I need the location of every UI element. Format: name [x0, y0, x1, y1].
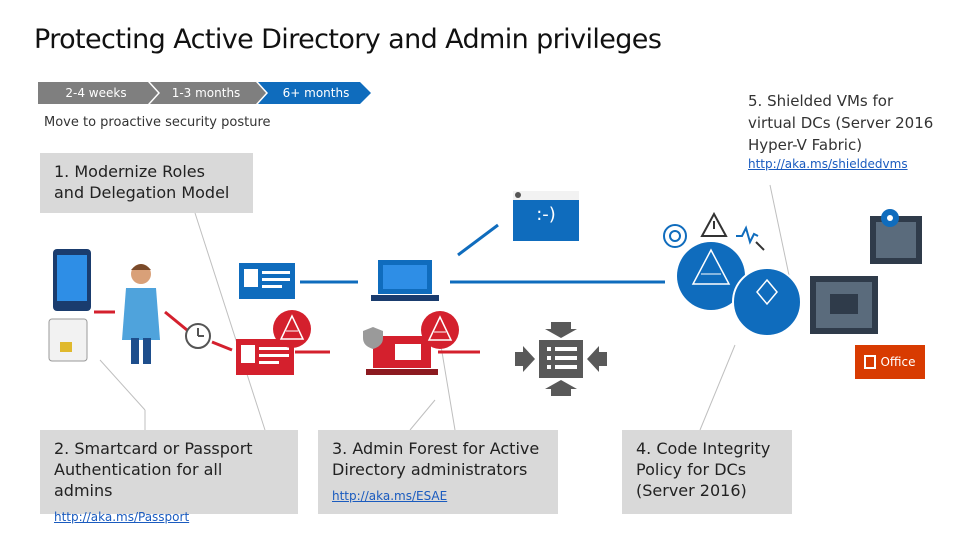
step-4-text: 4. Code Integrity Policy for DCs (Server…	[636, 439, 771, 500]
policy-flow-icon	[515, 322, 607, 396]
shield-icon	[363, 327, 383, 349]
chevron-phase-1	[38, 82, 158, 104]
timeline-label-3: 6+ months	[282, 86, 350, 100]
office-label: Office	[880, 355, 916, 369]
ad-forest-icon	[677, 242, 745, 310]
step-1-box: 1. Modernize Roles and Delegation Model	[40, 153, 253, 213]
timeline-label-2: 1-3 months	[171, 86, 241, 100]
phone-icon	[53, 249, 91, 311]
target-icon	[663, 224, 687, 248]
chevron-phase-2	[150, 82, 266, 104]
ad-federation-icon	[732, 267, 802, 337]
red-ad-pyramid-icon	[273, 310, 311, 348]
red-laptop-icon	[366, 336, 438, 375]
step-5-text: 5. Shielded VMs for virtual DCs (Server …	[748, 92, 934, 154]
timeline-label-1: 2-4 weeks	[65, 86, 127, 100]
smiley-text: :-)	[536, 204, 556, 225]
chevron-phase-3	[258, 82, 371, 104]
step-3-text: 3. Admin Forest for Active Directory adm…	[332, 439, 540, 479]
blue-id-card-icon	[239, 263, 295, 299]
timeline-chevrons	[38, 82, 371, 104]
shielded-rack-icon	[810, 276, 878, 334]
step-5-note: 5. Shielded VMs for virtual DCs (Server …	[748, 90, 943, 156]
step-2-box: 2. Smartcard or Passport Authentication …	[40, 430, 298, 524]
step-4-box: 4. Code Integrity Policy for DCs (Server…	[622, 430, 792, 514]
clock-icon	[185, 323, 211, 349]
office-logo: Office	[855, 345, 925, 379]
step-1-text: 1. Modernize Roles and Delegation Model	[54, 162, 230, 202]
step-2-link[interactable]: http://aka.ms/Passport	[54, 510, 190, 524]
blue-laptop-icon	[371, 260, 439, 301]
code-window-icon	[513, 191, 579, 241]
step-2-text: 2. Smartcard or Passport Authentication …	[54, 439, 253, 500]
monitoring-icons	[663, 212, 765, 251]
office-icon	[864, 355, 877, 369]
server-rack-icon	[870, 209, 922, 264]
pulse-icon	[736, 225, 759, 245]
step-3-box: 3. Admin Forest for Active Directory adm…	[318, 430, 558, 514]
warning-icon	[700, 212, 728, 237]
page-title: Protecting Active Directory and Admin pr…	[34, 24, 662, 55]
subtitle: Move to proactive security posture	[44, 115, 271, 130]
ad-services-icons	[677, 242, 802, 337]
admin-person-icon	[122, 264, 160, 364]
step-5-link[interactable]: http://aka.ms/shieldedvms	[748, 157, 908, 171]
smartcard-icon	[48, 318, 88, 362]
red-ad-pyramid-icon-2	[421, 311, 459, 349]
step-3-link[interactable]: http://aka.ms/ESAE	[332, 489, 448, 503]
